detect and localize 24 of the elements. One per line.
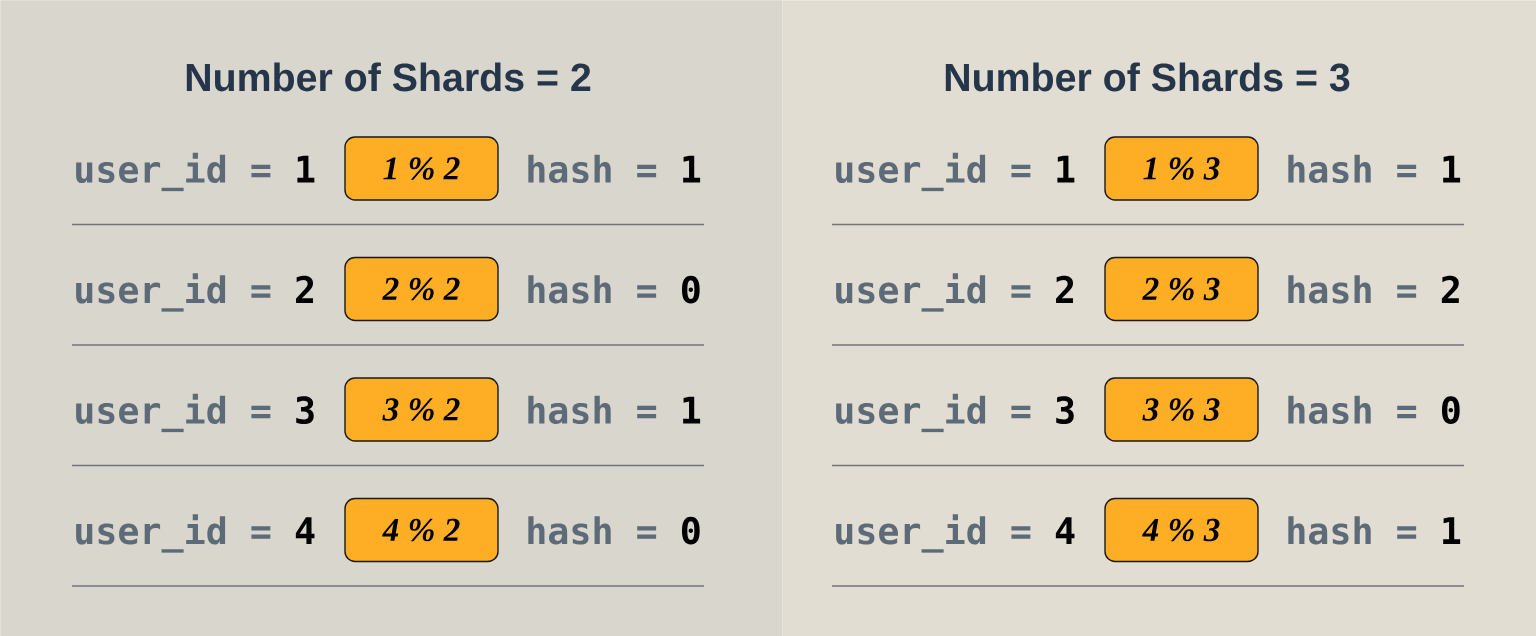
formula-box: 1 % 3 [1104,136,1259,201]
equation-text: user_id = 1 [76,152,315,192]
equation-text: user_id = 2 [76,273,314,312]
equation-text: hash = 0 [1288,395,1460,424]
formula-box: 4 % 2 [344,497,499,563]
equation-text: user_id = 4 [836,514,1075,553]
equation-text: hash = 0 [528,516,700,545]
equation-text: hash = 2 [1288,275,1459,304]
formula-box: 1 % 2 [344,136,499,201]
formula-box: 2 % 3 [1104,256,1259,322]
formula-box: 3 % 3 [1104,377,1259,442]
equation-text: hash = 1 [1288,154,1461,184]
equation-text: user_id = 3 [76,393,314,433]
formula-box: 3 % 2 [344,377,499,442]
equation-text: hash = 1 [528,395,701,424]
equation-text: hash = 1 [528,154,701,184]
equation-text: user_id = 4 [76,514,315,553]
equation-text: hash = 0 [528,275,700,304]
equation-text: user_id = 3 [836,393,1074,433]
equation-text: hash = 1 [1288,516,1461,545]
formula-box: 4 % 3 [1104,497,1259,563]
equation-text: user_id = 2 [836,273,1074,312]
formula-box: 2 % 2 [344,256,499,322]
equation-text: user_id = 1 [836,152,1075,192]
